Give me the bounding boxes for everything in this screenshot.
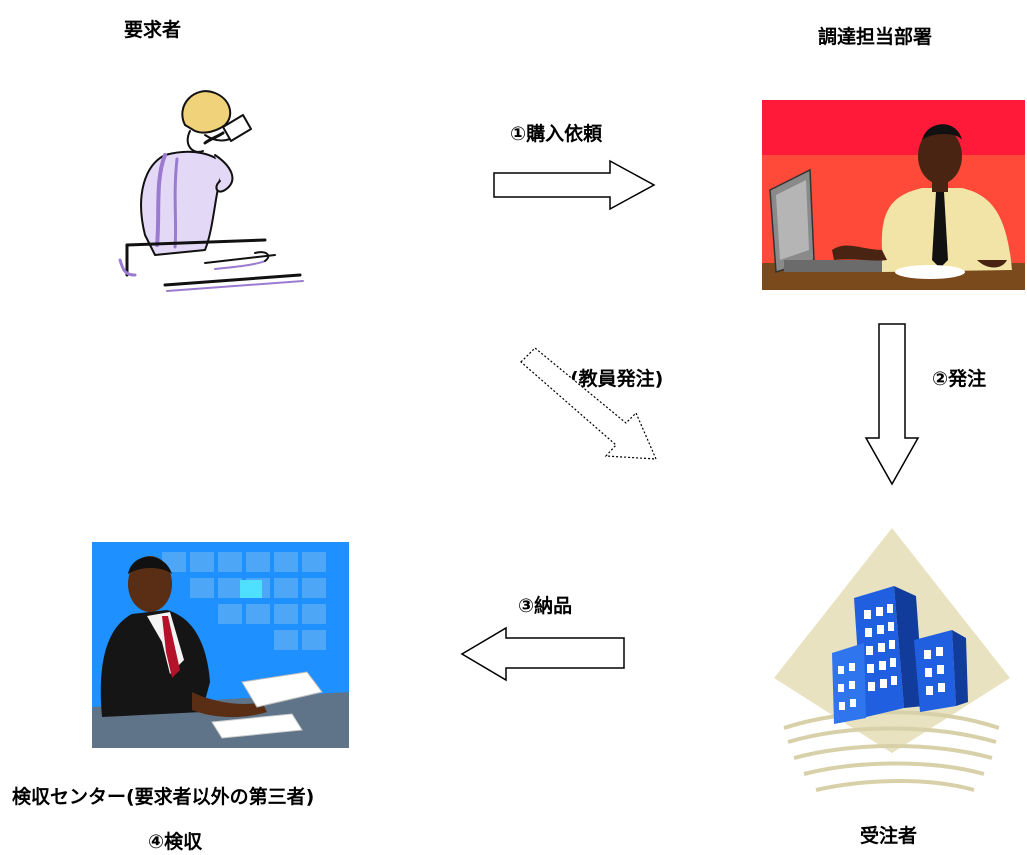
step1-label: ①購入依頼	[510, 123, 603, 145]
procurement-illustration	[762, 100, 1025, 290]
arrow-down-icon	[864, 323, 920, 486]
arrow-diagonal-dotted-icon	[520, 347, 657, 460]
arrow-left-icon	[460, 626, 625, 682]
step2-label: ②発注	[932, 368, 987, 390]
man-at-computer-icon	[762, 100, 1025, 290]
teacher-order-label: (教員発注)	[570, 368, 664, 390]
procurement-label: 調達担当部署	[818, 26, 933, 48]
requester-label: 要求者	[124, 19, 182, 41]
arrow-right-icon	[493, 159, 656, 211]
inspection-illustration	[92, 542, 349, 748]
woman-drinking-icon	[118, 90, 304, 292]
office-building-icon	[774, 528, 1010, 792]
step3-label: ③納品	[518, 595, 573, 617]
contractor-label: 受注者	[860, 825, 918, 847]
man-reading-document-icon	[92, 542, 349, 748]
contractor-illustration	[774, 528, 1010, 812]
inspection-center-label: 検収センター(要求者以外の第三者)	[12, 786, 315, 808]
requester-illustration	[105, 85, 310, 300]
step4-label: ④検収	[148, 831, 203, 853]
